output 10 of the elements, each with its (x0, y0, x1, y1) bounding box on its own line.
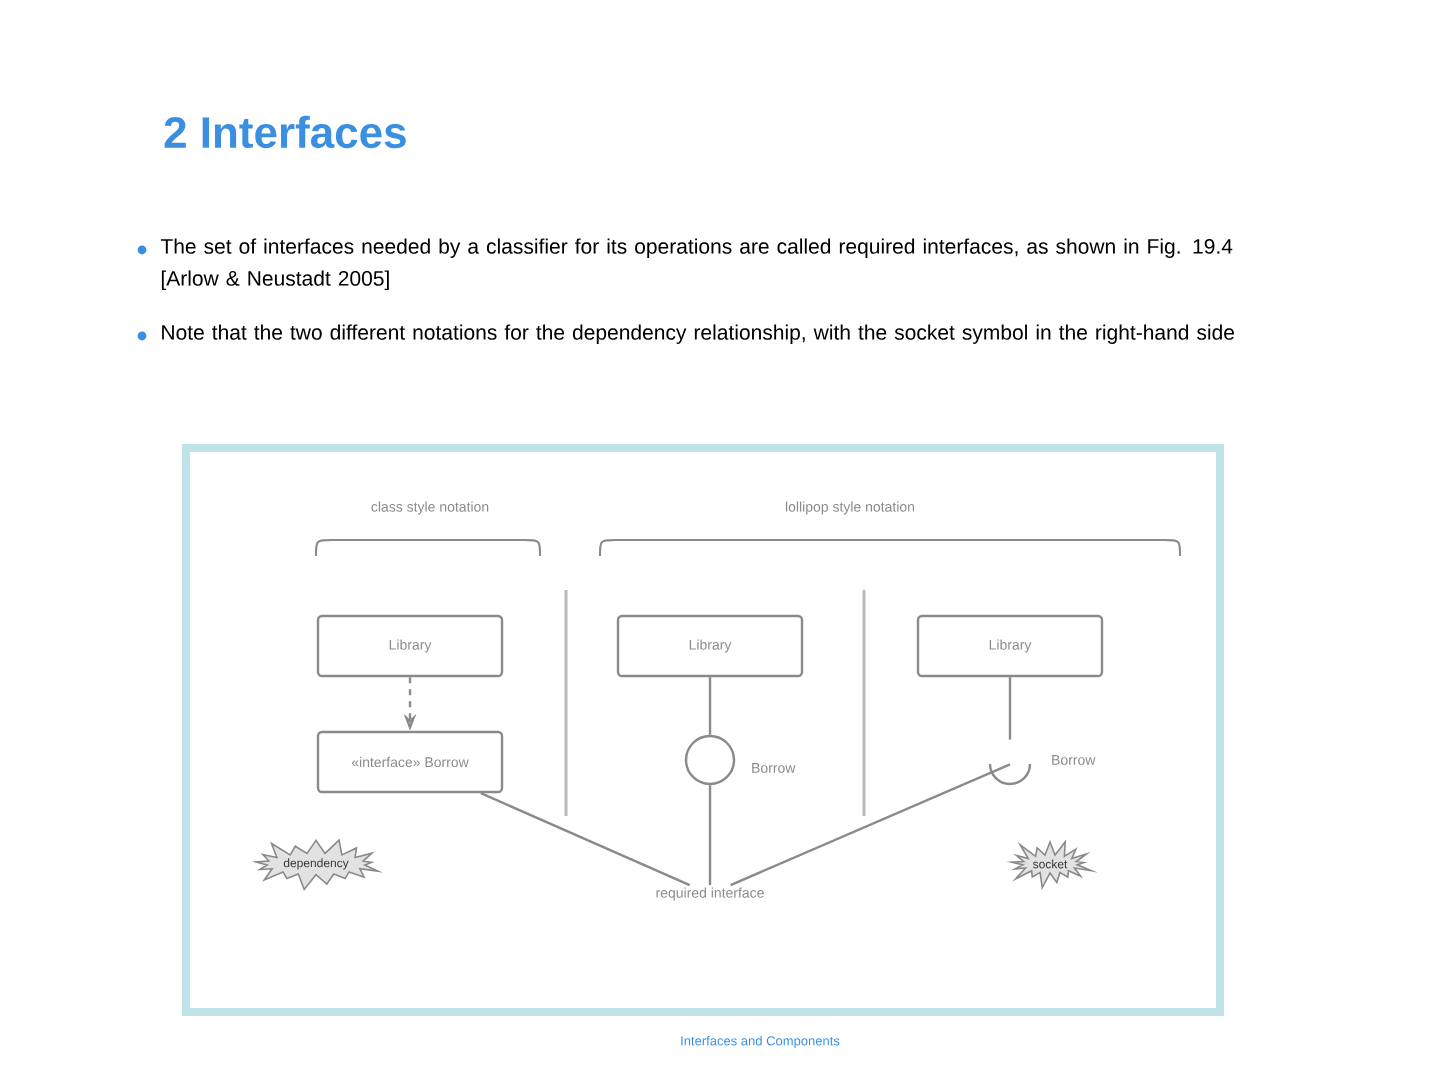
socket-symbol (988, 763, 1032, 786)
bullet-text: The set of interfaces needed by a classifier for its operations are called required interfaces, as shown in Fig. 19.4 [Arlow & Neustadt 2005] (160, 238, 1233, 290)
slide-title: 2 Interfaces (164, 115, 406, 149)
connector (708, 677, 712, 735)
interface-circle (684, 734, 736, 786)
leader-line (730, 763, 1011, 887)
leader-line (480, 792, 691, 887)
connector (1008, 677, 1012, 740)
leader-line (708, 785, 712, 886)
bullet-text: Note that the two different notations for the dependency relationship, with the socket symbol in the right-hand side (162, 324, 1234, 344)
